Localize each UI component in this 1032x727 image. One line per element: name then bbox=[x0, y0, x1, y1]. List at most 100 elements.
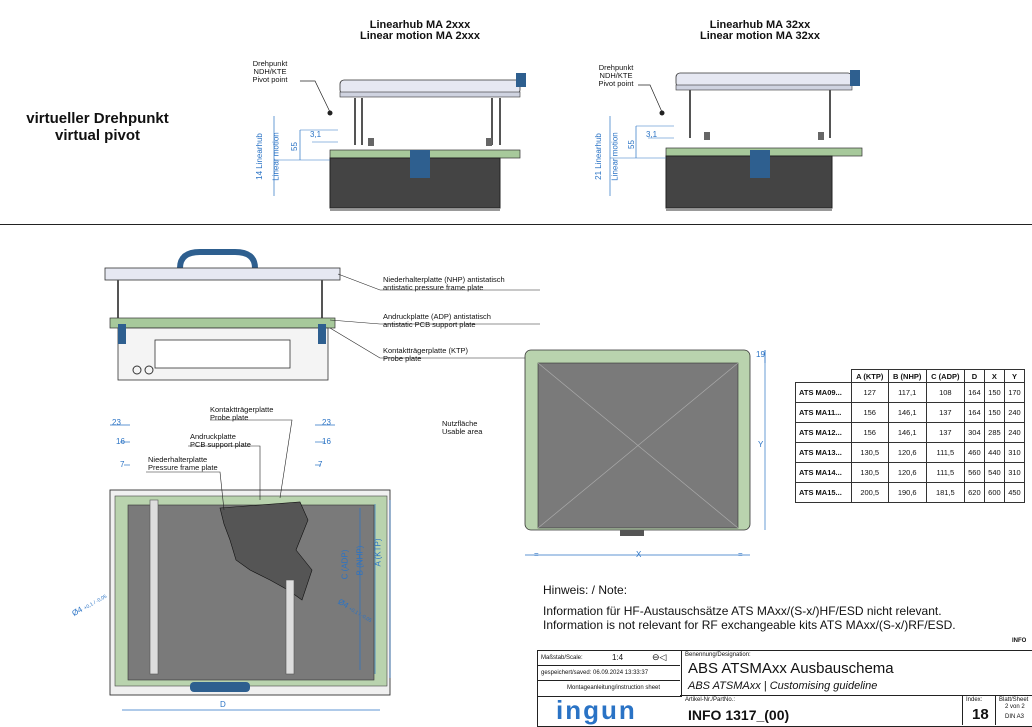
left-pivot-label: Drehpunkt NDH/KTE Pivot point bbox=[240, 60, 300, 84]
sheet-type: Montageanleitung/instruction sheet bbox=[567, 685, 661, 691]
table-header-row: A (KTP) B (NHP) C (ADP) D X Y bbox=[795, 369, 1026, 383]
table-header: Y bbox=[1003, 369, 1026, 383]
tb-vline bbox=[962, 695, 963, 725]
adp-callout-de: Andruckplatte (ADP) antistatisch bbox=[383, 312, 491, 321]
table-header: C (ADP) bbox=[925, 369, 965, 383]
top-view-drawing bbox=[109, 419, 391, 711]
scale-value: 1:4 bbox=[612, 653, 624, 662]
table-cell: 137 bbox=[925, 422, 965, 443]
table-header: X bbox=[983, 369, 1005, 383]
usable-area-drawing bbox=[524, 349, 766, 556]
dim-7-left: 7 bbox=[120, 460, 125, 469]
usable-area-en: Usable area bbox=[442, 427, 483, 436]
dim-16-right: 16 bbox=[322, 437, 331, 446]
top-nhp-en: Pressure frame plate bbox=[148, 463, 218, 472]
table-cell: 170 bbox=[1003, 382, 1026, 403]
virtual-pivot-heading: virtueller Drehpunkt virtual pivot bbox=[10, 110, 185, 144]
part-number: INFO 1317_(00) bbox=[688, 707, 790, 723]
top-adp-de: Andruckplatte bbox=[190, 432, 236, 441]
ktp-callout-en: Probe plate bbox=[383, 354, 422, 363]
top-nhp-de: Niederhalterplatte bbox=[148, 455, 208, 464]
table-cell: 146,1 bbox=[887, 402, 927, 423]
left-side-label-1: 14 Linearhub bbox=[254, 133, 264, 180]
table-cell: 240 bbox=[1003, 422, 1026, 443]
left-dim-55: 55 bbox=[289, 142, 299, 151]
section-divider bbox=[0, 224, 1032, 225]
table-header: B (NHP) bbox=[887, 369, 927, 383]
right-side-label-1: 21 Linearhub bbox=[593, 133, 603, 180]
table-cell: 164 bbox=[963, 402, 985, 423]
table-row-name: ATS MA13... bbox=[795, 442, 852, 463]
note-heading: Hinweis: / Note: bbox=[543, 583, 628, 597]
table-cell: 150 bbox=[983, 402, 1005, 423]
pivot-line-2: NDH/KTE bbox=[253, 67, 287, 76]
left-title-de: Linearhub MA 2xxx bbox=[369, 19, 471, 31]
saved-timestamp: gespeichert/saved: 06.09.2024 13:33:37 bbox=[541, 670, 649, 676]
table-cell: 540 bbox=[983, 462, 1005, 483]
table-cell: 130,5 bbox=[850, 442, 889, 463]
table-cell: 120,6 bbox=[887, 442, 927, 463]
top-nhp-label: Niederhalterplatte Pressure frame plate bbox=[148, 456, 218, 472]
usable-area-label: Nutzfläche Usable area bbox=[442, 420, 482, 436]
table-header bbox=[795, 369, 852, 383]
table-row-name: ATS MA09... bbox=[795, 382, 852, 403]
table-cell: 190,6 bbox=[887, 482, 927, 503]
tb-line bbox=[537, 680, 680, 681]
nhp-callout: Niederhalterplatte (NHP) antistatisch an… bbox=[383, 276, 505, 292]
ktp-callout-de: Kontaktträgerplatte (KTP) bbox=[383, 346, 469, 355]
table-cell: 310 bbox=[1003, 442, 1026, 463]
ktp-callout: Kontaktträgerplatte (KTP) Probe plate bbox=[383, 347, 468, 363]
table-cell: 156 bbox=[850, 422, 889, 443]
designation-label: Benennung/Designation: bbox=[685, 652, 751, 658]
dimensions-table: A (KTP) B (NHP) C (ADP) D X Y ATS MA09..… bbox=[795, 369, 1026, 503]
dim-b-nhp: B (NHP) bbox=[355, 545, 365, 576]
top-ktp-label: Kontaktträgerplatte Probe plate bbox=[210, 406, 273, 422]
right-title-en: Linear motion MA 32xx bbox=[699, 30, 820, 42]
index-value: 18 bbox=[972, 706, 989, 723]
left-side-label-2: Linear motion bbox=[271, 132, 281, 181]
top-adp-label: Andruckplatte PCB support plate bbox=[190, 433, 251, 449]
dim-a-ktp: A (KTP) bbox=[373, 538, 383, 567]
dim-16-left: 16 bbox=[116, 437, 125, 446]
dim-7-right: 7 bbox=[318, 460, 323, 469]
table-row-name: ATS MA11... bbox=[795, 402, 852, 423]
table-cell: 460 bbox=[963, 442, 985, 463]
table-row-name: ATS MA12... bbox=[795, 422, 852, 443]
left-title-en: Linear motion MA 2xxx bbox=[359, 30, 480, 42]
right-side-label-2: Linear motion bbox=[610, 132, 620, 181]
right-title-de: Linearhub MA 32xx bbox=[709, 19, 811, 31]
table-cell: 600 bbox=[983, 482, 1005, 503]
right-drawing-title: Linearhub MA 32xx Linear motion MA 32xx bbox=[670, 20, 850, 42]
nhp-callout-en: antistatic pressure frame plate bbox=[383, 283, 484, 292]
right-dim-31: 3,1 bbox=[646, 130, 658, 139]
pivot-line-2: NDH/KTE bbox=[599, 71, 633, 80]
title-block-left bbox=[537, 650, 682, 697]
top-ktp-en: Probe plate bbox=[210, 413, 249, 422]
tb-vline bbox=[995, 695, 996, 725]
sheet-value: 2 von 2 bbox=[1005, 704, 1025, 710]
paper-format: DIN A3 bbox=[1005, 714, 1025, 720]
usable-dim-y: Y bbox=[758, 440, 764, 449]
projection-icon: ⊖◁ bbox=[652, 652, 667, 662]
note-line-2: Information is not relevant for RF excha… bbox=[543, 618, 956, 632]
table-cell: 117,1 bbox=[887, 382, 927, 403]
side-view-drawing bbox=[104, 249, 540, 381]
pivot-line-3: Pivot point bbox=[252, 75, 288, 84]
right-dim-55: 55 bbox=[626, 140, 636, 149]
ingun-logo: ingun bbox=[556, 695, 637, 725]
usable-eq-right: = bbox=[738, 550, 743, 559]
title-en: ABS ATSMAxx | Customising guideline bbox=[688, 680, 878, 692]
dim-d: D bbox=[220, 700, 226, 709]
dim-23-right: 23 bbox=[322, 418, 331, 427]
table-cell: 560 bbox=[963, 462, 985, 483]
pivot-line-3: Pivot point bbox=[598, 79, 634, 88]
scale-label: Maßstab/Scale: bbox=[541, 655, 583, 661]
left-linear-motion-drawing bbox=[273, 73, 526, 211]
table-cell: 304 bbox=[963, 422, 985, 443]
table-cell: 440 bbox=[983, 442, 1005, 463]
table-cell: 164 bbox=[963, 382, 985, 403]
